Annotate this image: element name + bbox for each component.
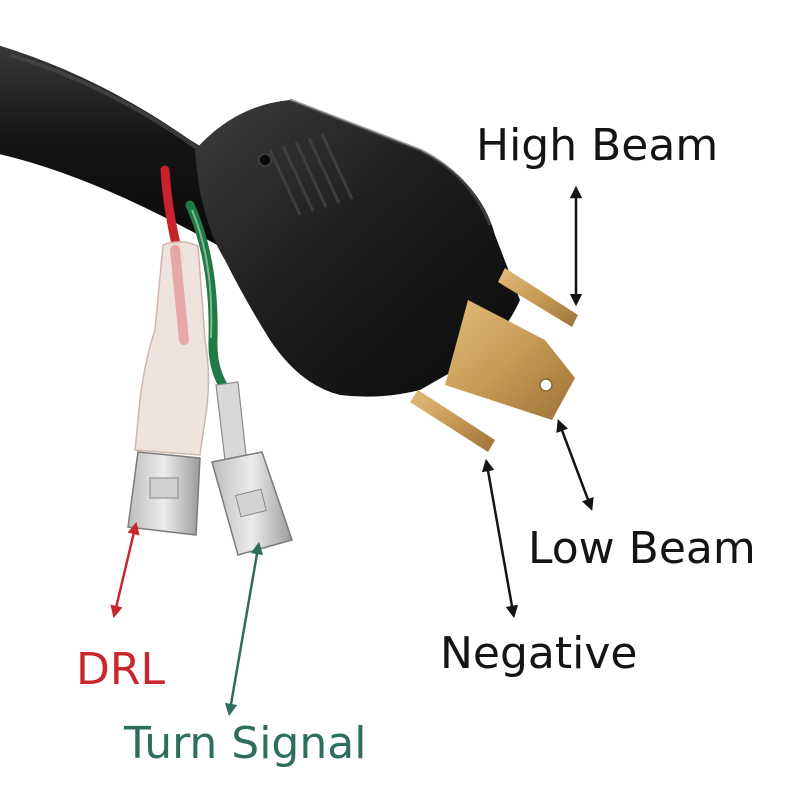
negative-arrow xyxy=(481,458,519,619)
plug-body xyxy=(195,100,520,397)
high-beam-label: High Beam xyxy=(476,120,719,171)
turn-signal-arrow xyxy=(224,541,264,717)
drl-sleeve xyxy=(134,241,210,456)
main-cable xyxy=(0,45,260,255)
low-beam-label: Low Beam xyxy=(528,523,756,574)
drl-arrow xyxy=(110,521,140,619)
high-beam-prong xyxy=(498,268,578,327)
drl-label: DRL xyxy=(76,644,165,695)
turn-signal-crimp xyxy=(215,381,247,461)
low-beam-arrow xyxy=(556,419,594,511)
negative-label: Negative xyxy=(440,628,638,679)
turn-signal-label: Turn Signal xyxy=(124,718,367,769)
negative-prong xyxy=(410,390,495,452)
